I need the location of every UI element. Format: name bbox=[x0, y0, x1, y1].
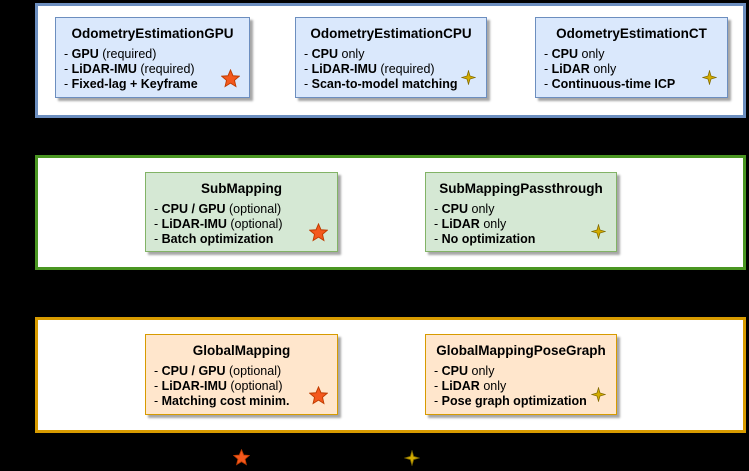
star-icon bbox=[308, 385, 329, 410]
star-icon bbox=[220, 68, 241, 93]
module-feature-line: - Matching cost minim. bbox=[154, 393, 290, 408]
module-feature-line: - LiDAR-IMU (optional) bbox=[154, 216, 283, 231]
module-feature-line: - CPU / GPU (optional) bbox=[154, 202, 282, 216]
module-title: SubMappingPassthrough bbox=[439, 181, 603, 196]
module-title: OdometryEstimationCPU bbox=[310, 26, 472, 41]
module-sub-mapping: SubMapping - CPU / GPU (optional) - LiDA… bbox=[145, 172, 338, 252]
sparkle-icon bbox=[701, 69, 718, 90]
module-sub-mapping-passthrough: SubMappingPassthrough - CPU only - LiDAR… bbox=[425, 172, 617, 252]
module-feature-line: - Continuous-time ICP bbox=[544, 76, 676, 91]
legend-star-icon bbox=[232, 448, 251, 471]
module-feature-line: - LiDAR-IMU (required) bbox=[64, 61, 195, 76]
module-feature-list: - CPU / GPU (optional) - LiDAR-IMU (opti… bbox=[154, 202, 337, 246]
module-feature-line: - LiDAR only bbox=[434, 216, 507, 231]
section-odometry-estimation: OdometryEstimationGPU - GPU (required) -… bbox=[35, 3, 746, 118]
module-title: OdometryEstimationGPU bbox=[71, 26, 234, 41]
connector-arrow bbox=[389, 273, 391, 307]
section-sub-mapping: SubMapping - CPU / GPU (optional) - LiDA… bbox=[35, 155, 746, 270]
module-feature-line: - LiDAR only bbox=[434, 378, 507, 393]
connector-arrow bbox=[389, 121, 391, 148]
module-feature-line: - GPU (required) bbox=[64, 47, 157, 61]
legend-sparkle-icon bbox=[403, 449, 421, 471]
module-feature-list: - CPU only - LiDAR only - Continuous-tim… bbox=[544, 47, 727, 91]
module-global-mapping-pose-graph: GlobalMappingPoseGraph - CPU only - LiDA… bbox=[425, 334, 617, 415]
module-feature-line: - Pose graph optimization bbox=[434, 393, 587, 408]
module-feature-line: - CPU only bbox=[544, 47, 605, 61]
module-global-mapping: GlobalMapping - CPU / GPU (optional) - L… bbox=[145, 334, 338, 415]
module-feature-line: - Fixed-lag + Keyframe bbox=[64, 76, 198, 91]
module-feature-list: - CPU / GPU (optional) - LiDAR-IMU (opti… bbox=[154, 364, 337, 408]
section-global-mapping: GlobalMapping - CPU / GPU (optional) - L… bbox=[35, 317, 746, 433]
connector-arrowhead-icon bbox=[386, 148, 394, 155]
module-title: GlobalMapping bbox=[192, 343, 291, 358]
module-feature-line: - CPU / GPU (optional) bbox=[154, 364, 282, 378]
connector-arrowhead-icon bbox=[386, 307, 394, 314]
module-feature-line: - Scan-to-model matching bbox=[304, 76, 458, 91]
module-odometry-estimation-gpu: OdometryEstimationGPU - GPU (required) -… bbox=[55, 17, 250, 98]
module-title: GlobalMappingPoseGraph bbox=[436, 343, 606, 358]
module-feature-line: - LiDAR-IMU (required) bbox=[304, 61, 435, 76]
module-feature-line: - CPU only bbox=[434, 202, 495, 216]
module-feature-line: - LiDAR only bbox=[544, 61, 617, 76]
module-feature-line: - LiDAR-IMU (optional) bbox=[154, 378, 283, 393]
module-odometry-estimation-ct: OdometryEstimationCT - CPU only - LiDAR … bbox=[535, 17, 728, 98]
module-feature-line: - CPU only bbox=[434, 364, 495, 378]
module-title: SubMapping bbox=[201, 181, 282, 196]
sparkle-icon bbox=[590, 386, 607, 407]
module-feature-list: - GPU (required) - LiDAR-IMU (required) … bbox=[64, 47, 249, 91]
sparkle-icon bbox=[460, 69, 477, 90]
module-feature-list: - CPU only - LiDAR only - No optimizatio… bbox=[434, 202, 616, 246]
module-feature-line: - Batch optimization bbox=[154, 231, 274, 246]
module-feature-list: - CPU only - LiDAR-IMU (required) - Scan… bbox=[304, 47, 486, 91]
module-feature-line: - No optimization bbox=[434, 231, 536, 246]
module-title: OdometryEstimationCT bbox=[556, 26, 707, 41]
star-icon bbox=[308, 222, 329, 247]
module-feature-list: - CPU only - LiDAR only - Pose graph opt… bbox=[434, 364, 616, 408]
sparkle-icon bbox=[590, 223, 607, 244]
module-feature-line: - CPU only bbox=[304, 47, 365, 61]
module-odometry-estimation-cpu: OdometryEstimationCPU - CPU only - LiDAR… bbox=[295, 17, 487, 98]
